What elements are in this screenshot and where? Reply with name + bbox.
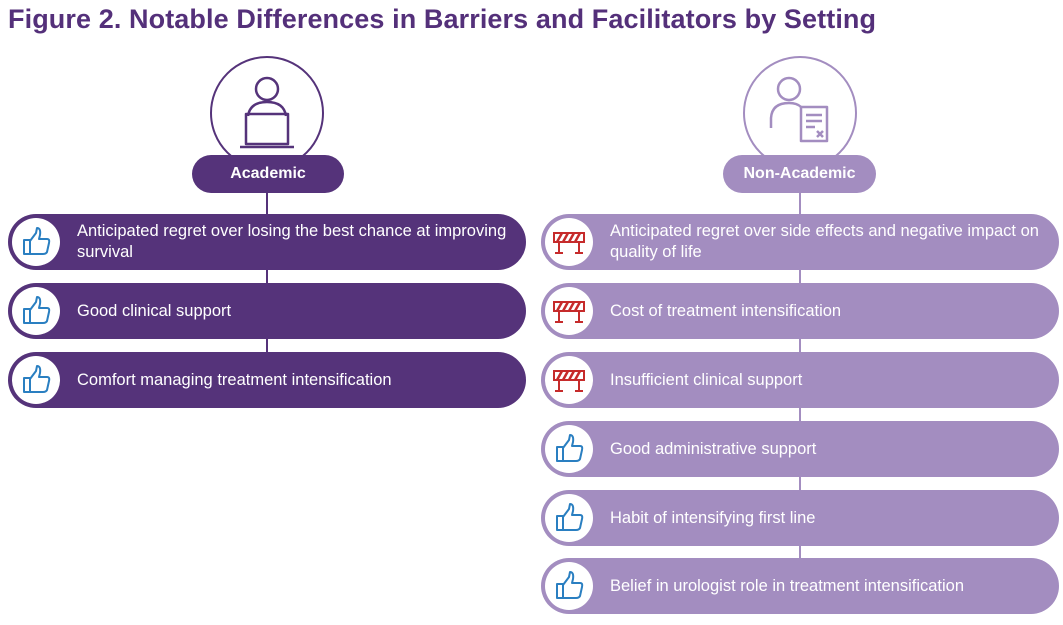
thumbs-up-icon [23, 227, 51, 255]
academic-item: Good clinical support [8, 283, 526, 339]
thumbs-up-icon [23, 296, 51, 324]
thumbs-up-icon [556, 571, 584, 599]
nonacademic-item: Habit of intensifying first line [541, 490, 1059, 546]
barrier-icon-badge [545, 218, 593, 266]
nonacademic-item: Cost of treatment intensification [541, 283, 1059, 339]
academic-item: Anticipated regret over losing the best … [8, 214, 526, 270]
barrier-icon-badge [545, 356, 593, 404]
facilitator-icon-badge [12, 218, 60, 266]
nonacademic-avatar [743, 56, 857, 170]
nonacademic-item: Insufficient clinical support [541, 352, 1059, 408]
academic-item: Comfort managing treatment intensificati… [8, 352, 526, 408]
academic-item-text: Good clinical support [77, 301, 232, 320]
facilitator-icon-badge [545, 425, 593, 473]
nonacademic-item: Belief in urologist role in treatment in… [541, 558, 1059, 614]
academic-label: Academic [192, 155, 344, 193]
nonacademic-item-text: Good administrative support [610, 439, 817, 458]
thumbs-up-icon [556, 503, 584, 531]
facilitator-icon-badge [12, 356, 60, 404]
barricade-icon [553, 301, 585, 323]
nonacademic-item-text: Anticipated regret over side effects and… [610, 222, 1039, 261]
facilitator-icon-badge [12, 287, 60, 335]
figure-title: Figure 2. Notable Differences in Barrier… [8, 4, 877, 34]
nonacademic-item-text: Insufficient clinical support [610, 370, 803, 389]
barrier-icon-badge [545, 287, 593, 335]
nonacademic-item-text: Belief in urologist role in treatment in… [610, 576, 965, 595]
barricade-icon [553, 232, 585, 254]
academic-column: Academic Anticipated regret over losing … [8, 56, 526, 408]
academic-item-text: Anticipated regret over losing the best … [77, 222, 507, 261]
thumbs-up-icon [23, 365, 51, 393]
nonacademic-item-text: Habit of intensifying first line [610, 508, 816, 527]
facilitator-icon-badge [545, 494, 593, 542]
nonacademic-item: Anticipated regret over side effects and… [541, 214, 1059, 270]
nonacademic-label: Non-Academic [723, 155, 876, 193]
person-at-laptop-icon [240, 76, 294, 149]
academic-item-text: Comfort managing treatment intensificati… [77, 370, 392, 389]
facilitator-icon-badge [545, 562, 593, 610]
nonacademic-column: Non-Academic Anticipated regret over sid… [535, 0, 1063, 625]
barricade-icon [553, 370, 585, 392]
nonacademic-item-text: Cost of treatment intensification [610, 301, 842, 320]
academic-connector-line [266, 170, 268, 380]
academic-avatar [210, 56, 324, 170]
thumbs-up-icon [556, 434, 584, 462]
person-with-document-icon [769, 76, 829, 143]
nonacademic-item: Good administrative support [541, 421, 1059, 477]
